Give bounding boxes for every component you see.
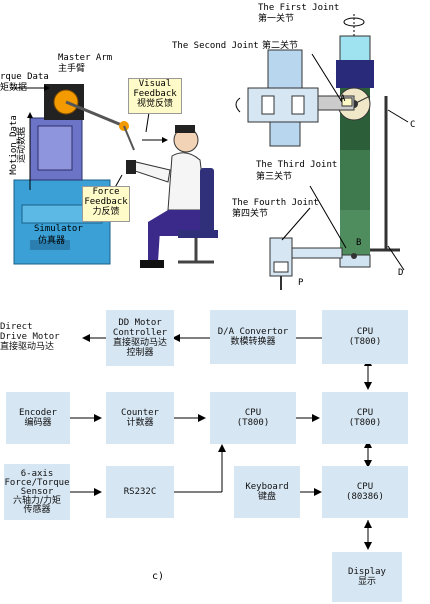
da-convertor-en: D/A Convertor xyxy=(217,327,289,337)
cpu-t800-mid-en: CPU xyxy=(244,408,262,418)
encoder-cn: 编码器 xyxy=(24,418,52,428)
point-d-label: D xyxy=(398,268,404,278)
point-p-label: P xyxy=(298,278,304,288)
rs232c-en: RS232C xyxy=(123,487,157,497)
first-joint-label: The First Joint xyxy=(258,3,340,13)
fourth-joint-label-cn: 第四关节 xyxy=(232,209,269,219)
rs232c-block: RS232C xyxy=(106,466,174,518)
point-a-label: A xyxy=(340,94,346,104)
direct-drive-motor-en1: Direct xyxy=(0,322,33,332)
cpu-80386-block: CPU (80386) xyxy=(322,466,408,518)
direct-drive-motor-cn: 直接驱动马达 xyxy=(0,342,55,352)
da-convertor-block: D/A Convertor 数模转换器 xyxy=(210,310,296,364)
master-arm-label: Master Arm xyxy=(58,53,113,63)
keyboard-en: Keyboard xyxy=(245,482,289,492)
cpu-80386-en: CPU xyxy=(356,482,374,492)
counter-block: Counter 计数器 xyxy=(106,392,174,444)
dd-motor-controller-cn1: 直接驱动马达 xyxy=(112,338,167,348)
cpu-t800-right-en: CPU xyxy=(356,408,374,418)
force-torque-sensor-cn1: 六轴力/力矩 xyxy=(12,495,62,506)
first-joint-label-cn: 第一关节 xyxy=(258,14,295,24)
cpu-t800-right-sub: (T800) xyxy=(348,418,382,428)
dd-motor-controller-en2: Controller xyxy=(112,328,168,338)
visual-feedback-callout: Visual Feedback 视觉反馈 xyxy=(128,78,182,114)
display-block: Display 显示 xyxy=(332,552,402,602)
force-feedback-en1: Force xyxy=(92,187,120,197)
cpu-t800-top-sub: (T800) xyxy=(348,337,382,347)
display-cn: 显示 xyxy=(357,577,376,587)
force-torque-sensor-cn2: 传感器 xyxy=(23,504,51,515)
third-joint-label: The Third Joint xyxy=(256,160,338,170)
cpu-80386-sub: (80386) xyxy=(346,492,384,502)
force-torque-sensor-en3: Sensor xyxy=(20,486,54,497)
cpu-t800-top-en: CPU xyxy=(356,327,374,337)
torque-data-label-cn: 矩数据 xyxy=(0,83,28,93)
fourth-joint-label: The Fourth Joint xyxy=(232,198,319,208)
encoder-block: Encoder 编码器 xyxy=(6,392,70,444)
second-joint-label: The Second Joint xyxy=(172,41,259,51)
cpu-t800-right-block: CPU (T800) xyxy=(322,392,408,444)
force-torque-sensor-en1: 6-axis xyxy=(20,468,54,479)
dd-motor-controller-cn2: 控制器 xyxy=(126,348,154,358)
force-torque-sensor-en2: Force/Torque xyxy=(4,477,70,488)
force-feedback-cn: 力反馈 xyxy=(92,207,120,217)
torque-data-label: rque Data xyxy=(0,72,49,82)
point-b-label: B xyxy=(356,238,362,248)
simulator-label: Simulator xyxy=(34,224,83,234)
master-arm-label-cn: 主手臂 xyxy=(58,64,86,74)
direct-drive-motor-en2: Drive Motor xyxy=(0,332,60,342)
keyboard-cn: 键盘 xyxy=(257,492,276,502)
visual-feedback-en2: Feedback xyxy=(133,89,177,99)
operator-figure xyxy=(126,125,218,268)
counter-en: Counter xyxy=(121,408,159,418)
cpu-t800-mid-block: CPU (T800) xyxy=(210,392,296,444)
display-en: Display xyxy=(348,567,386,577)
simulator-label-cn: 仿真器 xyxy=(38,236,66,246)
encoder-en: Encoder xyxy=(19,408,57,418)
force-torque-sensor-block: 6-axis Force/Torque Sensor 六轴力/力矩 传感器 xyxy=(4,464,70,520)
visual-feedback-cn: 视觉反馈 xyxy=(136,99,173,109)
second-joint-label-cn: 第二关节 xyxy=(262,41,299,51)
force-feedback-en2: Feedback xyxy=(84,197,128,207)
visual-feedback-en1: Visual xyxy=(138,79,172,89)
keyboard-block: Keyboard 键盘 xyxy=(234,466,300,518)
caption-c: c) xyxy=(152,571,165,582)
third-joint-label-cn: 第三关节 xyxy=(256,172,293,182)
point-c-label: C xyxy=(410,120,416,130)
dd-motor-controller-en1: DD Motor xyxy=(118,318,162,328)
dd-motor-controller-block: DD Motor Controller 直接驱动马达 控制器 xyxy=(106,310,174,366)
force-feedback-callout: Force Feedback 力反馈 xyxy=(82,186,130,222)
cpu-t800-mid-sub: (T800) xyxy=(236,418,270,428)
da-convertor-cn: 数模转换器 xyxy=(230,337,276,347)
cpu-t800-top-block: CPU (T800) xyxy=(322,310,408,364)
direct-drive-motor-block: Direct Drive Motor 直接驱动马达 xyxy=(0,314,76,360)
counter-cn: 计数器 xyxy=(126,418,154,428)
